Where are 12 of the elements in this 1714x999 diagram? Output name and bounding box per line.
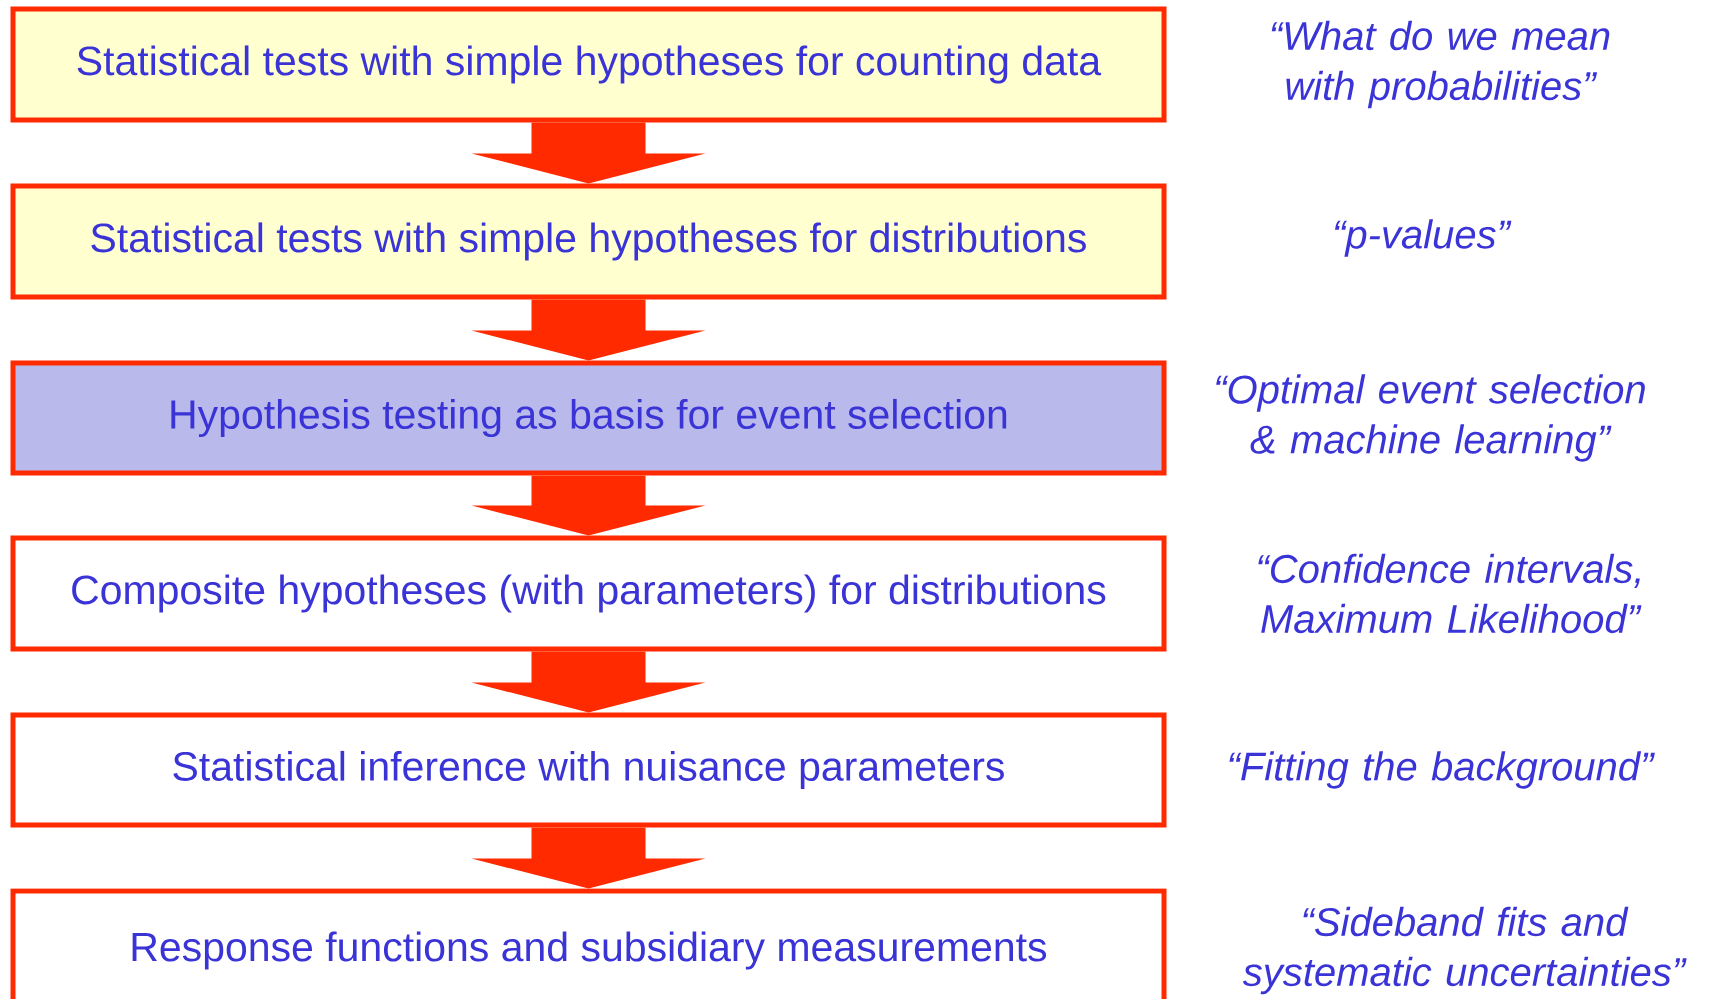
process-box: Statistical inference with nuisance parameters (10, 712, 1167, 828)
process-box: Statistical tests with simple hypotheses for distributions (10, 183, 1167, 300)
quote-text: “Sideband fits and systematic uncertainties” (1242, 906, 1687, 995)
quote-text: “p-values” (1335, 219, 1512, 257)
process-box: Statistical tests with simple hypotheses for counting data (10, 6, 1167, 123)
quote-text: “Optimal event selection & machine learning” (1216, 374, 1645, 462)
process-box: Composite hypotheses (with parameters) for distributions (10, 535, 1167, 652)
process-box: Response functions and subsidiary measurements (10, 888, 1167, 999)
process-box: Hypothesis testing as basis for event selection (10, 360, 1167, 476)
quote-text: “Confidence intervals, Maximum Likelihood” (1258, 553, 1642, 634)
quote-text: “Fitting the background” (1229, 751, 1655, 789)
quote-text: “What do we mean with probabilities” (1271, 20, 1610, 109)
